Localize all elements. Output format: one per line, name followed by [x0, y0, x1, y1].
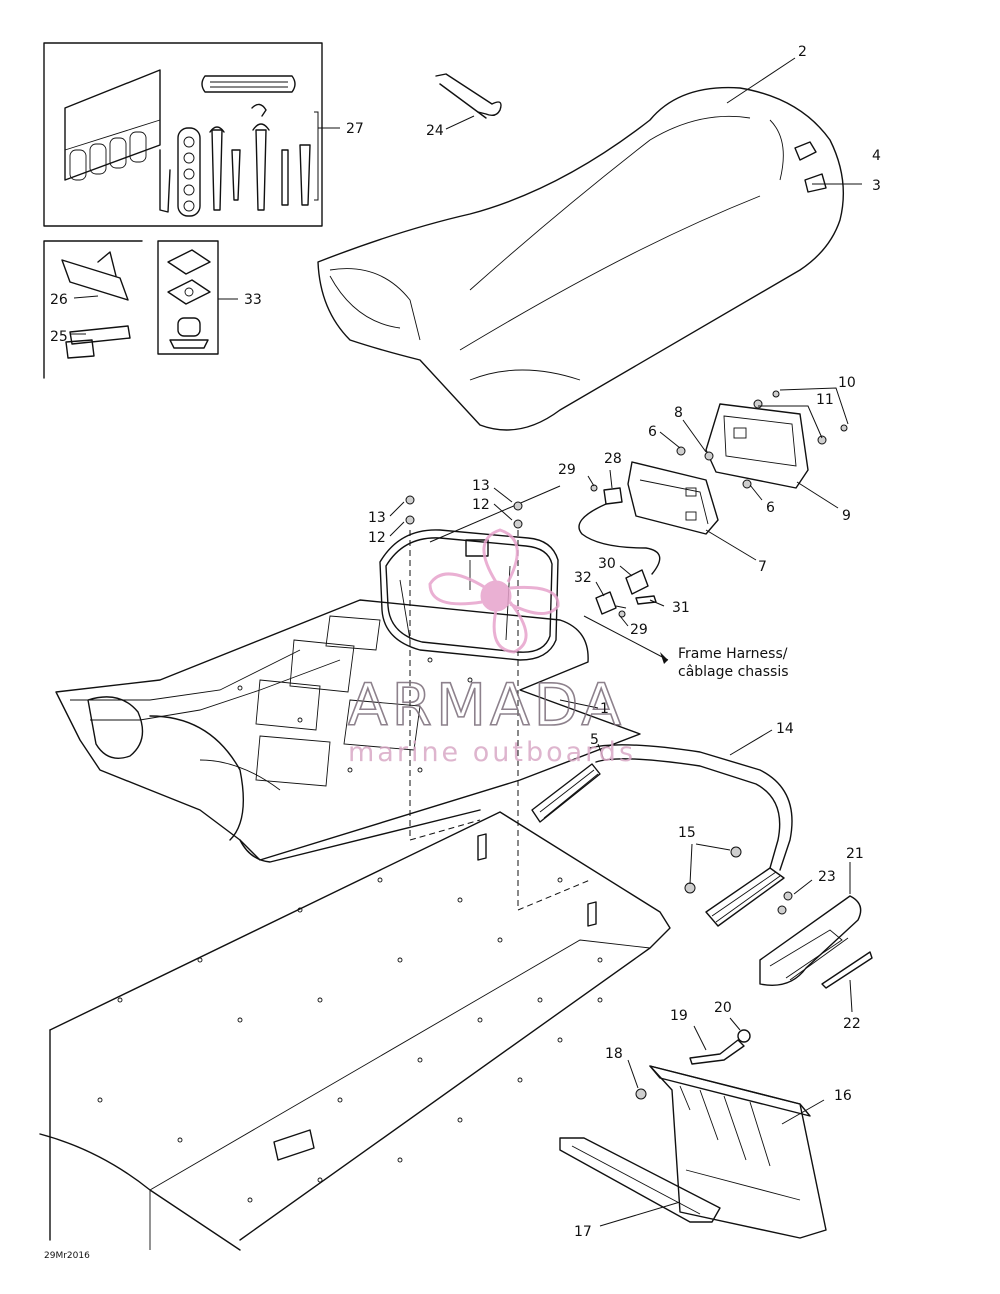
watermark-tagline: marine outboards — [348, 737, 636, 768]
label-3: 3 — [872, 178, 881, 194]
label-6b: 6 — [766, 500, 775, 516]
taillight-assembly — [627, 387, 849, 561]
tunnel — [39, 811, 671, 1251]
watermark-brand: ARMADA — [348, 671, 625, 739]
label-26: 26 — [50, 292, 68, 308]
label-27: 27 — [346, 121, 364, 137]
label-24: 24 — [426, 123, 444, 139]
label-14: 14 — [776, 721, 794, 737]
label-1: 1 — [600, 701, 609, 717]
spanner-wrench — [435, 73, 502, 130]
label-12b: 12 — [472, 497, 490, 513]
storage-box — [379, 485, 561, 910]
label-31: 31 — [672, 600, 690, 616]
label-6a: 6 — [648, 424, 657, 440]
wiring-harness — [578, 469, 669, 664]
label-23: 23 — [818, 869, 836, 885]
harness-label-line2: câblage chassis — [678, 664, 789, 680]
watermark-logo — [428, 528, 560, 654]
label-33: 33 — [244, 292, 262, 308]
seat — [317, 57, 862, 431]
label-17: 17 — [574, 1224, 592, 1240]
label-19: 19 — [670, 1008, 688, 1024]
label-25: 25 — [50, 329, 68, 345]
watermark: ARMADA marine outboards — [347, 528, 636, 768]
label-2: 2 — [798, 44, 807, 60]
frame-harness-callout: Frame Harness/ câblage chassis — [678, 646, 789, 680]
label-29a: 29 — [558, 462, 576, 478]
drawing-code: 29Mr2016 — [44, 1251, 90, 1261]
rear-bumper-flap — [759, 862, 873, 1013]
label-5: 5 — [590, 732, 599, 748]
label-18: 18 — [605, 1046, 623, 1062]
label-29b: 29 — [630, 622, 648, 638]
label-7: 7 — [758, 559, 767, 575]
label-13a: 13 — [368, 510, 386, 526]
label-11: 11 — [816, 392, 834, 408]
label-21: 21 — [846, 846, 864, 862]
label-8: 8 — [674, 405, 683, 421]
label-20: 20 — [714, 1000, 732, 1016]
label-12a: 12 — [368, 530, 386, 546]
mount-kit-inset — [157, 240, 238, 355]
label-32: 32 — [574, 570, 592, 586]
harness-label-line1: Frame Harness/ — [678, 646, 788, 662]
label-13b: 13 — [472, 478, 490, 494]
frame — [55, 599, 641, 863]
snow-flap-assembly — [559, 1017, 827, 1239]
label-30: 30 — [598, 556, 616, 572]
label-15: 15 — [678, 825, 696, 841]
grab-handle — [531, 729, 793, 927]
label-10: 10 — [838, 375, 856, 391]
label-16: 16 — [834, 1088, 852, 1104]
brackets-inset — [43, 240, 143, 379]
label-22: 22 — [843, 1016, 861, 1032]
label-4: 4 — [872, 148, 881, 164]
label-9: 9 — [842, 508, 851, 524]
label-28: 28 — [604, 451, 622, 467]
part-labels: 1 2 3 4 5 6 6 7 8 9 10 11 12 12 13 13 14… — [50, 44, 881, 1240]
tool-kit-inset — [43, 42, 340, 227]
